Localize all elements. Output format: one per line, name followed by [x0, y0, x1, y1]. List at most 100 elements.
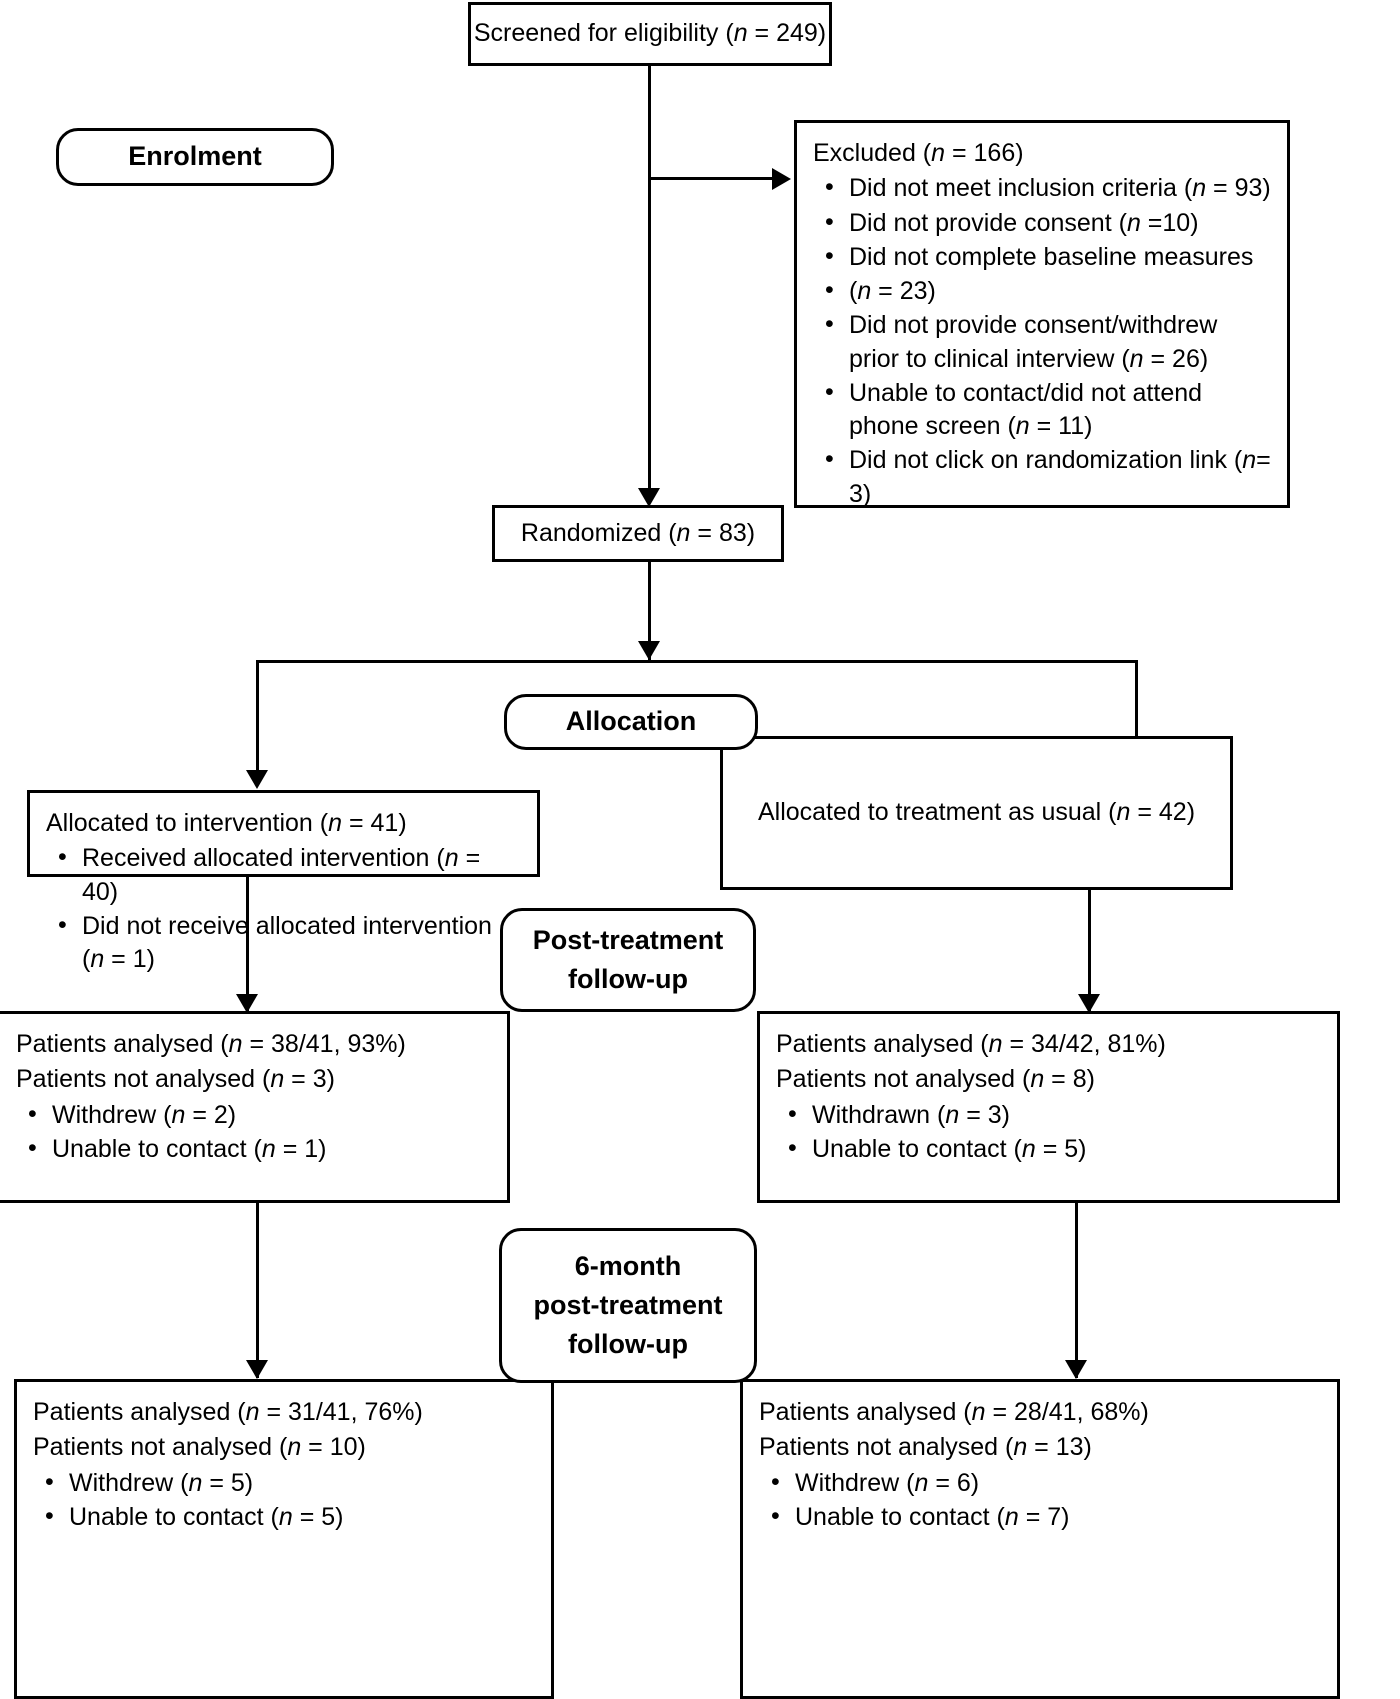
list-item: Did not click on randomization link (n= …: [825, 443, 1271, 511]
post-right-list: Withdrawn (n = 3) Unable to contact (n =…: [776, 1097, 1321, 1167]
n-italic: n: [1004, 1502, 1019, 1531]
allocated-to-treatment-as-usual-box: Allocated to treatment as usual (n = 42): [720, 736, 1233, 890]
n-italic: n: [90, 945, 105, 973]
connector-left-post-to-six-month: [256, 1203, 259, 1378]
n-italic: n: [188, 1468, 203, 1497]
allocation-left-list: Received allocated intervention (n = 40)…: [46, 841, 521, 977]
connector-screened-to-randomized: [648, 66, 651, 491]
n-italic: n: [857, 277, 872, 305]
n-italic: n: [1116, 798, 1131, 827]
n-italic: n: [914, 1468, 929, 1497]
post-treatment-label-line1: Post-treatment: [532, 924, 724, 955]
list-item: Did not provide consent (n =10): [825, 205, 1271, 240]
excluded-box: Excluded (n = 166) Did not meet inclusio…: [794, 120, 1290, 508]
connector-split-to-right-allocation: [1135, 660, 1138, 780]
post-left-list: Withdrew (n = 2) Unable to contact (n = …: [16, 1097, 491, 1167]
stage-label-enrolment: Enrolment: [56, 128, 334, 186]
list-item: Unable to contact (n = 5): [45, 1500, 535, 1534]
n-italic: n: [1021, 1134, 1036, 1163]
n-italic: n: [931, 139, 946, 167]
connector-right-post-to-six-month: [1075, 1203, 1078, 1378]
list-item: (n = 23): [825, 274, 1271, 308]
list-item: Unable to contact (n = 5): [788, 1132, 1321, 1166]
enrolment-label: Enrolment: [128, 141, 262, 172]
n-italic: n: [287, 1433, 302, 1462]
six-month-analysed-left-box: Patients analysed (n = 31/41, 76%) Patie…: [14, 1379, 554, 1699]
six-left-not-analysed: Patients not analysed (n = 10): [33, 1433, 366, 1462]
screened-for-eligibility-box: Screened for eligibility (n = 249): [468, 2, 832, 66]
n-italic: n: [971, 1398, 986, 1426]
post-right-not-analysed: Patients not analysed (n = 8): [776, 1065, 1095, 1094]
n-italic: n: [1013, 1433, 1028, 1462]
arrow-right-post-to-six-month: [1065, 1360, 1087, 1379]
stage-label-post-treatment: Post-treatment follow-up: [500, 908, 756, 1012]
arrow-to-left-allocation: [246, 770, 268, 789]
post-treatment-analysed-left-box: Patients analysed (n = 38/41, 93%) Patie…: [0, 1011, 510, 1203]
n-italic: n: [676, 518, 691, 547]
n-italic: n: [1129, 344, 1144, 373]
stage-label-six-month-post-treatment: 6-month post-treatment follow-up: [499, 1228, 757, 1383]
arrow-right-allocation-to-post: [1078, 994, 1100, 1013]
list-item: Received allocated intervention (n = 40): [58, 841, 521, 909]
list-item: Withdrew (n = 5): [45, 1465, 535, 1500]
six-month-label-line3: follow-up: [568, 1329, 688, 1360]
n-italic: n: [733, 19, 748, 48]
n-italic: n: [278, 1502, 293, 1531]
six-right-not-analysed: Patients not analysed (n = 13): [759, 1433, 1092, 1462]
excluded-heading: Excluded (n = 166): [813, 139, 1024, 167]
allocation-label: Allocation: [565, 706, 697, 737]
arrow-left-allocation-to-post: [236, 994, 258, 1013]
excluded-reasons-list: Did not meet inclusion criteria (n = 93)…: [813, 171, 1271, 511]
n-italic: n: [1242, 446, 1257, 475]
n-italic: n: [1126, 208, 1141, 237]
list-item: Withdrew (n = 2): [28, 1097, 491, 1132]
allocation-left-heading: Allocated to intervention (n = 41): [46, 809, 407, 837]
n-italic: n: [270, 1065, 285, 1094]
n-italic: n: [988, 1030, 1003, 1058]
list-item: Did not receive allocated intervention (…: [58, 909, 521, 977]
n-italic: n: [171, 1100, 186, 1129]
list-item: Unable to contact/did not attend phone s…: [825, 376, 1271, 444]
n-italic: n: [245, 1398, 260, 1426]
list-item: Did not complete baseline measures: [825, 240, 1271, 274]
post-left-not-analysed: Patients not analysed (n = 3): [16, 1065, 335, 1094]
list-item: Withdrew (n = 6): [771, 1465, 1321, 1500]
list-item: Withdrawn (n = 3): [788, 1097, 1321, 1132]
split-bar-allocation: [256, 660, 1138, 663]
connector-left-allocation-to-post: [246, 877, 249, 1012]
list-item: Did not meet inclusion criteria (n = 93): [825, 171, 1271, 205]
n-italic: n: [328, 809, 343, 837]
list-item: Unable to contact (n = 1): [28, 1132, 491, 1166]
arrow-screened-to-excluded: [772, 168, 791, 190]
n-italic: n: [1030, 1065, 1045, 1094]
six-month-analysed-right-box: Patients analysed (n = 28/41, 68%) Patie…: [740, 1379, 1340, 1699]
n-italic: n: [945, 1100, 960, 1129]
randomized-box: Randomized (n = 83): [492, 505, 784, 562]
connector-split-to-left-allocation: [256, 660, 259, 780]
connector-randomized-down: [648, 562, 651, 660]
n-italic: n: [228, 1030, 243, 1058]
post-right-analysed: Patients analysed (n = 34/42, 81%): [776, 1030, 1166, 1058]
six-left-list: Withdrew (n = 5) Unable to contact (n = …: [33, 1465, 535, 1535]
post-treatment-label-line2: follow-up: [568, 964, 688, 994]
screened-label: Screened for eligibility (n = 249): [473, 19, 827, 48]
list-item: Did not provide consent/withdrew prior t…: [825, 308, 1271, 376]
six-right-list: Withdrew (n = 6) Unable to contact (n = …: [759, 1465, 1321, 1535]
six-right-analysed: Patients analysed (n = 28/41, 68%): [759, 1398, 1149, 1426]
arrow-screened-to-randomized: [638, 488, 660, 507]
n-italic: n: [1015, 412, 1030, 440]
connector-screened-to-excluded: [648, 177, 778, 180]
allocation-right-heading: Allocated to treatment as usual (n = 42): [757, 798, 1196, 827]
list-item: Unable to contact (n = 7): [771, 1500, 1321, 1534]
six-month-label-line2: post-treatment: [533, 1289, 723, 1320]
n-italic: n: [444, 844, 459, 873]
randomized-label: Randomized (n = 83): [520, 518, 756, 547]
connector-right-allocation-to-post: [1088, 890, 1091, 1012]
stage-label-allocation: Allocation: [504, 694, 758, 750]
six-month-label-line1: 6-month: [574, 1250, 682, 1281]
allocated-to-intervention-box: Allocated to intervention (n = 41) Recei…: [27, 790, 540, 973]
arrow-left-post-to-six-month: [246, 1360, 268, 1379]
n-italic: n: [1192, 174, 1207, 203]
arrow-randomized-down: [638, 641, 660, 660]
